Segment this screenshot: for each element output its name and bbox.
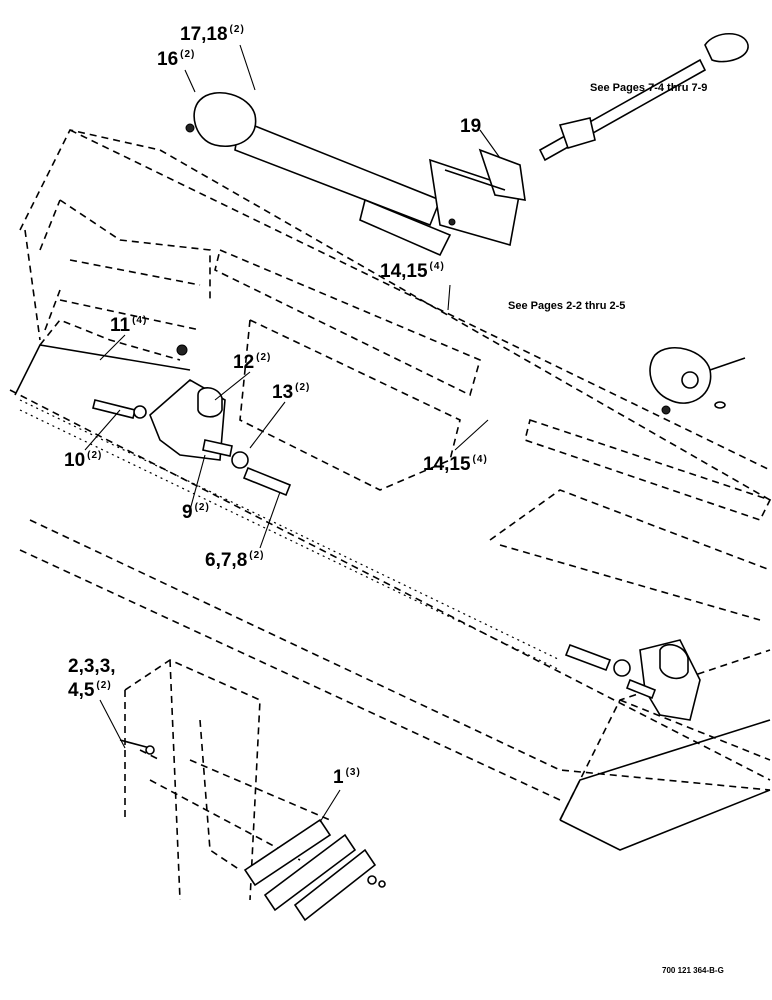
callout-6-7-8: 6,7,8(2) (205, 550, 265, 571)
callout-number: 19 (460, 116, 482, 137)
skid-shoes (243, 818, 386, 922)
left-bearing-assembly (92, 344, 292, 497)
callout-10: 10(2) (64, 450, 103, 471)
callout-qty: (2) (87, 450, 103, 461)
callout-13: 13(2) (272, 382, 311, 403)
callout-qty: (2) (194, 502, 210, 513)
callout-qty: (2) (96, 680, 112, 691)
lower-frame (119, 659, 331, 901)
callout-17-18: 17,18(2) (180, 24, 245, 45)
callout-16: 16(2) (157, 49, 196, 70)
callout-19: 19 (460, 117, 481, 136)
callout-qty: (3) (345, 767, 361, 778)
callout-qty: (2) (295, 382, 311, 393)
callout-number: 11 (110, 315, 131, 336)
callout-2-3-3-line1: 2,3,3, (68, 657, 116, 676)
callout-number: 1 (333, 767, 344, 788)
callout-number: 9 (182, 502, 193, 523)
callout-number: 16 (157, 49, 179, 70)
callout-14-15-top: 14,15(4) (380, 261, 445, 282)
right-bearing-assembly (564, 639, 701, 721)
callout-1: 1(3) (333, 767, 361, 788)
header-frame (9, 129, 772, 851)
callout-number: 14,15 (423, 454, 471, 475)
callout-number: 6,7,8 (205, 550, 248, 571)
callout-number: 14,15 (380, 261, 428, 282)
callout-qty: (4) (472, 454, 488, 465)
callout-9: 9(2) (182, 502, 210, 523)
right-coupler (649, 346, 746, 415)
callout-number: 4,5 (68, 680, 95, 701)
callout-4-5-line2: 4,5(2) (68, 680, 112, 701)
callout-number: 12 (233, 352, 255, 373)
see-pages-7-note: See Pages 7-4 thru 7-9 (590, 82, 708, 94)
bracket-part-19 (429, 148, 526, 247)
callout-12: 12(2) (233, 352, 272, 373)
callout-qty: (4) (429, 261, 445, 272)
callout-number: 10 (64, 450, 86, 471)
callout-qty: (2) (256, 352, 272, 363)
callout-11: 11(4) (110, 315, 148, 336)
callout-leaders (84, 44, 501, 823)
callout-qty: (2) (249, 550, 265, 561)
callout-qty: (2) (229, 24, 245, 35)
figure-reference: 700 121 364-B-G (662, 966, 724, 975)
callout-number: 17,18 (180, 24, 228, 45)
see-pages-2-note: See Pages 2-2 thru 2-5 (508, 300, 626, 312)
callout-14-15-bottom: 14,15(4) (423, 454, 488, 475)
callout-number: 13 (272, 382, 294, 403)
callout-number: 2,3,3, (68, 656, 116, 677)
drive-shaft (185, 32, 749, 257)
callout-qty: (2) (180, 49, 196, 60)
callout-qty: (4) (132, 315, 148, 326)
